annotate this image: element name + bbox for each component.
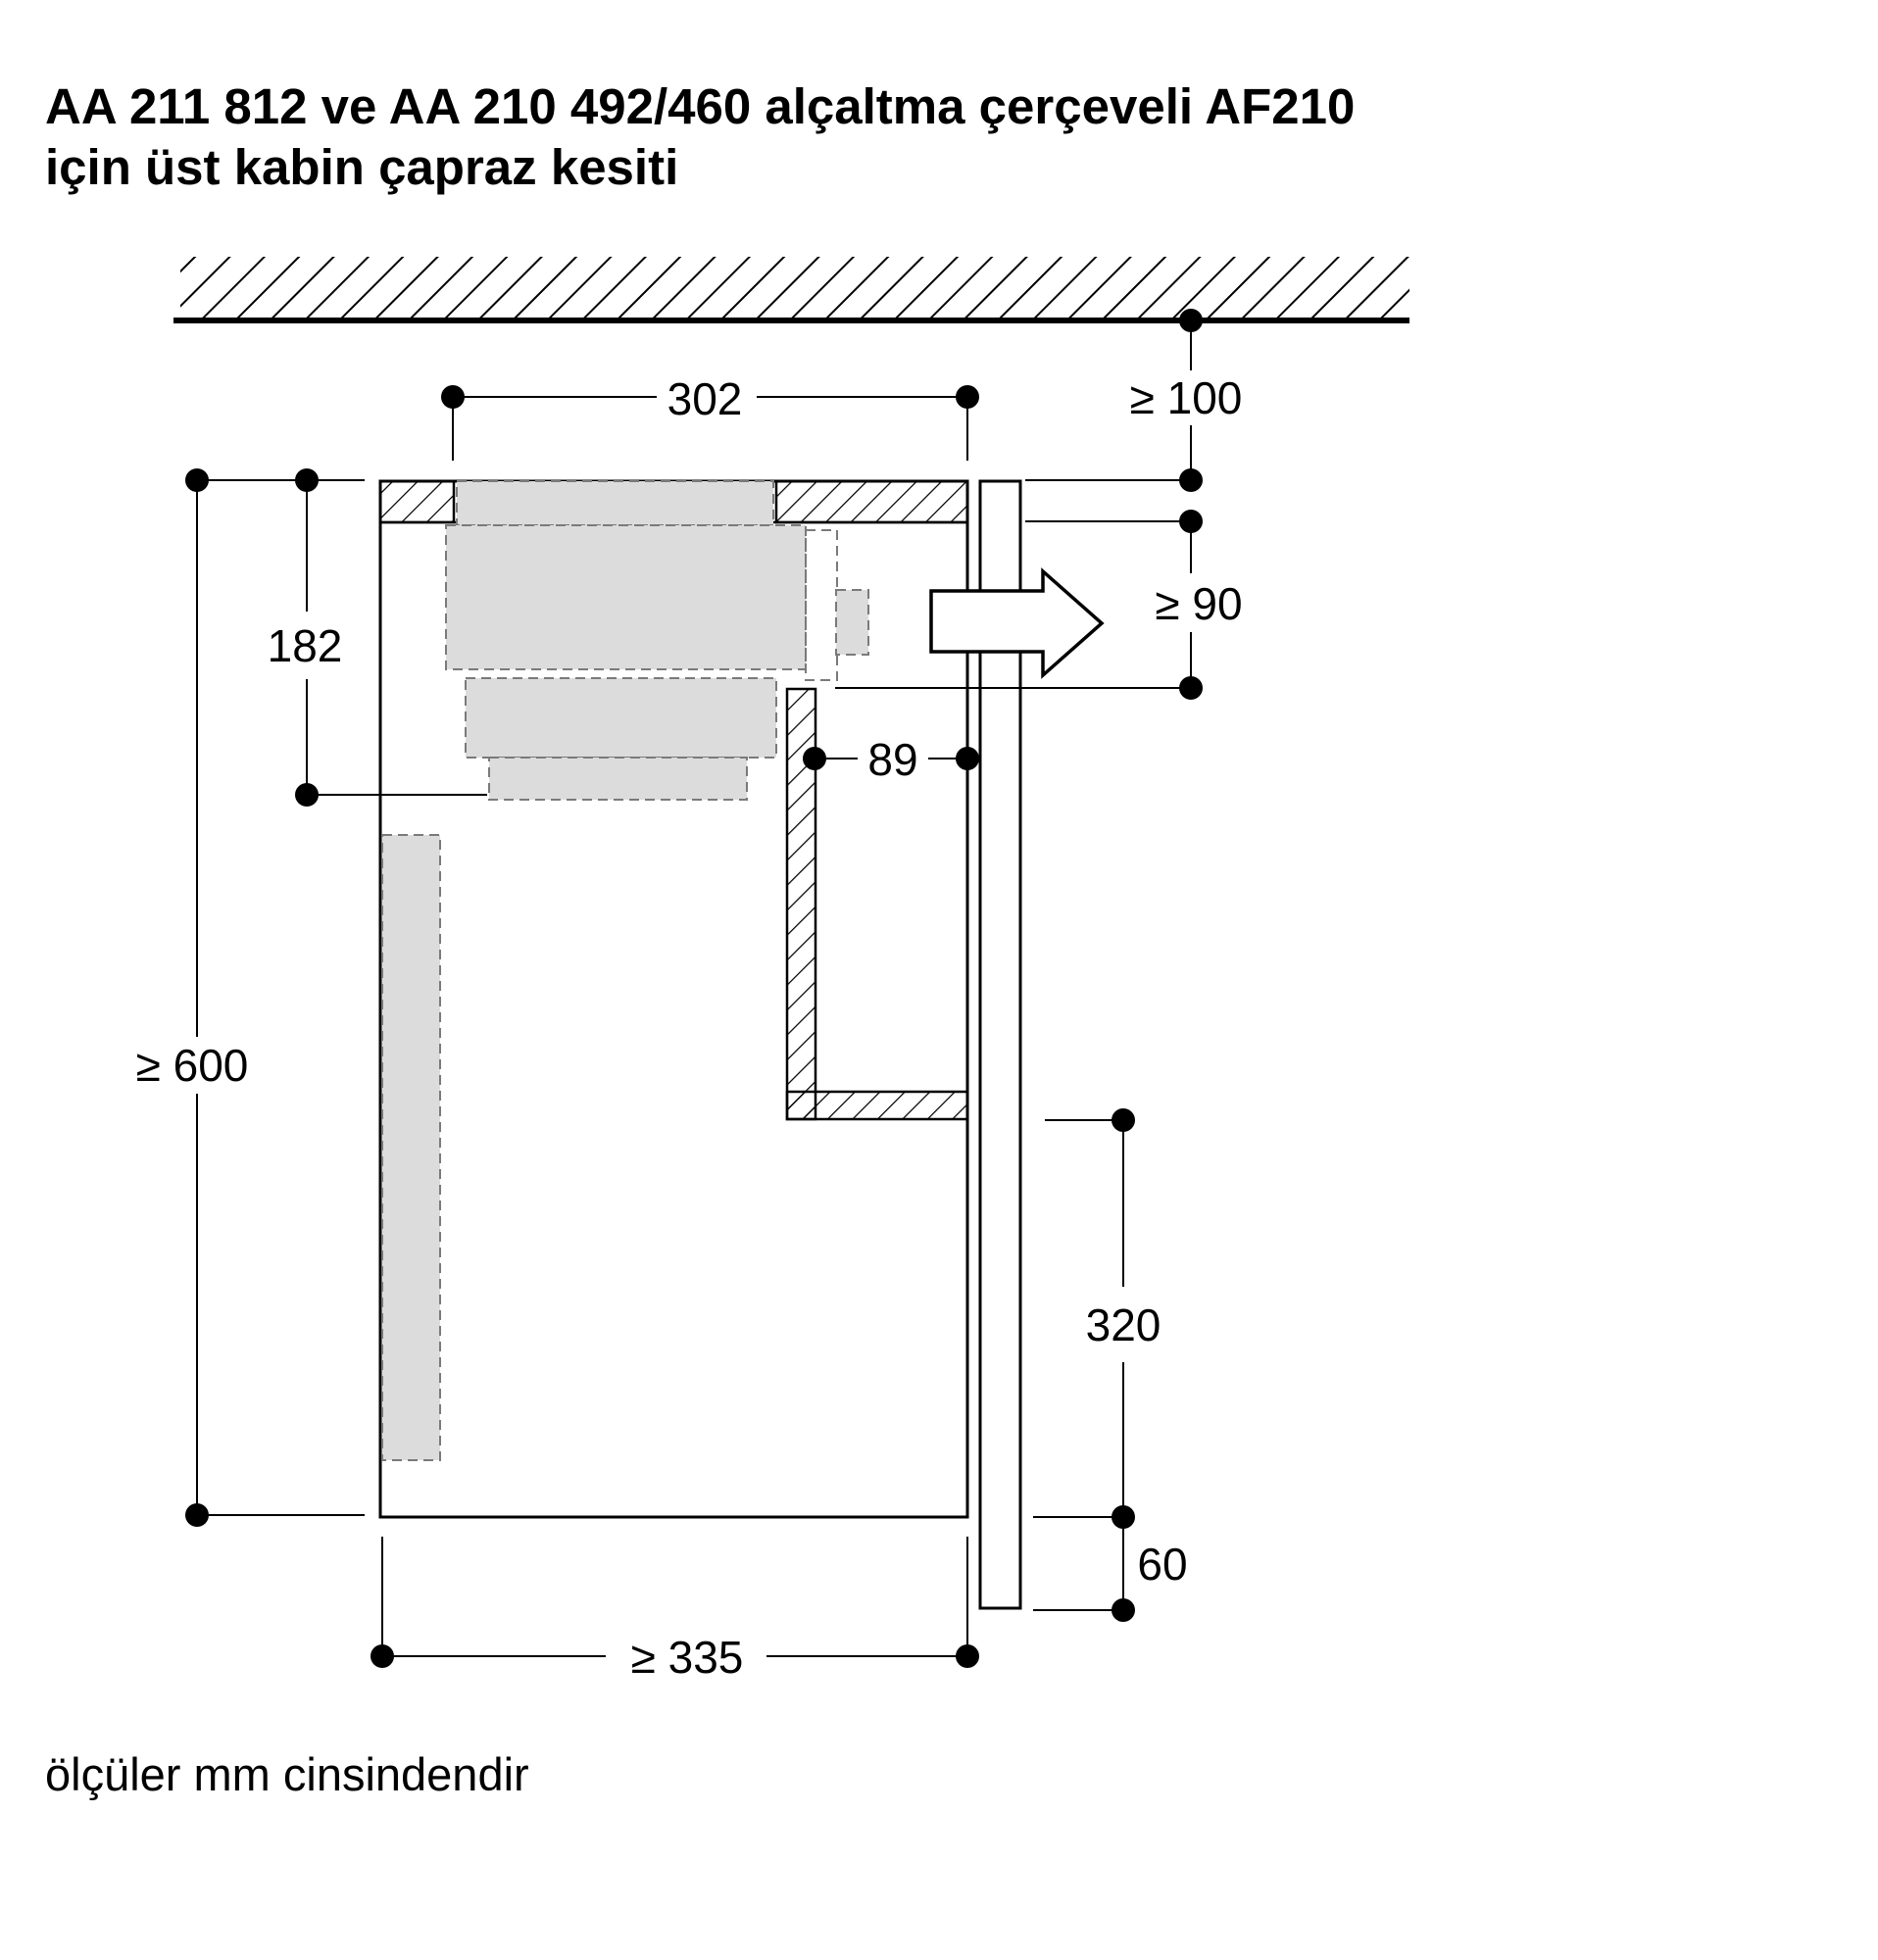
hood-duct-dashed <box>805 529 838 681</box>
dimension-point <box>956 385 979 409</box>
hood-unit <box>381 480 869 1461</box>
dimension-point <box>441 385 465 409</box>
dimension-label-unit-height: 182 <box>268 620 343 671</box>
dimension-point <box>956 1644 979 1668</box>
dimension-door-overhang <box>1033 1517 1135 1622</box>
dimension-door-lower <box>1033 1108 1135 1529</box>
dimension-point <box>803 747 826 770</box>
dimension-label-door-overhang: 60 <box>1137 1539 1187 1590</box>
cabinet-top-right-hatch <box>774 479 969 524</box>
dimension-top-width <box>441 385 979 461</box>
shelf-horizontal-hatch <box>785 1090 969 1121</box>
ceiling <box>173 257 1409 323</box>
dimension-label-shelf-depth: 89 <box>867 734 917 785</box>
dimension-shelf-depth <box>803 747 979 770</box>
dimension-point <box>185 1503 209 1527</box>
cabinet <box>378 479 969 1519</box>
dimension-point <box>295 783 319 807</box>
title-line-2: için üst kabin çapraz kesiti <box>45 139 679 195</box>
cabinet-door <box>978 479 1022 1610</box>
dimension-point <box>1179 676 1203 700</box>
dimension-label-cabinet-height: ≥ 600 <box>136 1040 249 1091</box>
dimension-cabinet-depth <box>371 1537 979 1668</box>
hood-duct-outlet <box>835 589 869 656</box>
hood-middle-body <box>465 677 777 759</box>
title-line-1: AA 211 812 ve AA 210 492/460 alçaltma çe… <box>45 78 1356 134</box>
dimension-point <box>1112 1598 1135 1622</box>
dimension-label-vent-height: ≥ 90 <box>1155 578 1242 629</box>
dimension-label-door-lower: 320 <box>1086 1299 1161 1350</box>
hood-upper-body <box>445 524 807 670</box>
dimension-ceiling-gap <box>1025 309 1203 492</box>
dimension-point <box>1179 510 1203 533</box>
dimension-point <box>371 1644 394 1668</box>
dimension-label-ceiling-gap: ≥ 100 <box>1130 372 1243 423</box>
ceiling-hatch <box>180 257 1409 318</box>
cabinet-top-left-hatch <box>378 479 456 524</box>
dimension-cabinet-height <box>185 468 365 1527</box>
cabinet-side-panel <box>381 834 441 1461</box>
dimension-point <box>1112 1108 1135 1132</box>
dimension-point <box>185 468 209 492</box>
airflow-arrow-icon <box>929 567 1105 679</box>
hood-top-block <box>456 480 774 526</box>
dimension-point <box>956 747 979 770</box>
units-note: ölçüler mm cinsindendir <box>45 1748 529 1800</box>
dimension-vent-height <box>835 510 1203 700</box>
diagram-title: AA 211 812 ve AA 210 492/460 alçaltma çe… <box>45 76 1355 198</box>
hood-lower-body <box>488 757 748 801</box>
dimension-point <box>1179 468 1203 492</box>
dimension-label-top-width: 302 <box>667 373 743 424</box>
dimension-point <box>1179 309 1203 332</box>
dimension-label-cabinet-depth: ≥ 335 <box>631 1632 744 1683</box>
